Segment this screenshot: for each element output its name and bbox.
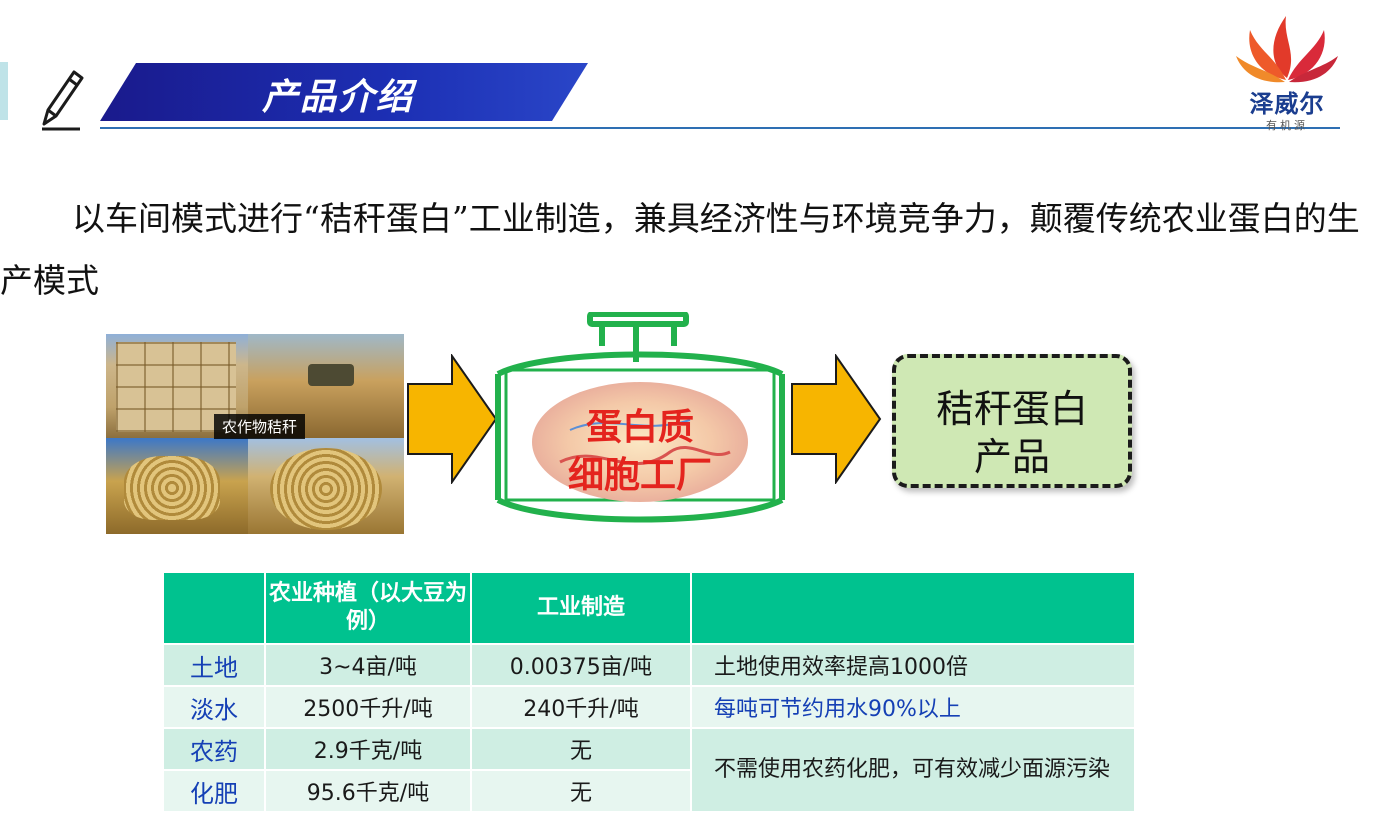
table-cell: 95.6千克/吨 xyxy=(264,769,472,813)
table-note: 不需使用农药化肥，可有效减少面源污染 xyxy=(690,727,1136,813)
title-band xyxy=(100,63,588,121)
table-row: 化肥 95.6千克/吨 无 xyxy=(162,769,1135,813)
row-label: 淡水 xyxy=(162,685,266,729)
table-cell: 无 xyxy=(470,727,692,771)
flame-logo-icon xyxy=(1236,16,1338,83)
harvest-field-photo xyxy=(248,334,404,438)
table-row: 淡水 2500千升/吨 240千升/吨 每吨可节约用水90%以上 xyxy=(162,685,1136,729)
table-cell: 2.9千克/吨 xyxy=(264,727,472,771)
comparison-table: 农业种植（以大豆为例） 工业制造 土地 3~4亩/吨 0.00375亩/吨 土地… xyxy=(162,571,1136,813)
table-header-row: 农业种植（以大豆为例） 工业制造 xyxy=(162,571,1136,645)
table-header-cell xyxy=(162,571,266,645)
row-label: 土地 xyxy=(162,643,266,687)
flow-arrow-right-icon xyxy=(791,354,882,484)
photo-label: 农作物秸秆 xyxy=(214,414,306,439)
round-bale-photo xyxy=(248,438,404,534)
table-cell: 3~4亩/吨 xyxy=(264,643,472,687)
table-header-cell: 农业种植（以大豆为例） xyxy=(264,571,472,645)
table-row: 农药 2.9千克/吨 无 不需使用农药化肥，可有效减少面源污染 xyxy=(162,727,1136,813)
bioreactor-diagram xyxy=(495,312,785,523)
page-title: 产品介绍 xyxy=(262,77,415,118)
left-accent-bar xyxy=(0,62,8,120)
product-label-line1: 秸秆蛋白 xyxy=(935,387,1088,431)
reactor-label-line1: 蛋白质 xyxy=(585,407,694,448)
table-note: 土地使用效率提高1000倍 xyxy=(690,643,1136,687)
row-label: 化肥 xyxy=(162,769,266,813)
title-rule xyxy=(100,127,1340,129)
table-cell: 2500千升/吨 xyxy=(264,685,472,729)
product-box xyxy=(892,354,1132,488)
square-bale-photo xyxy=(106,438,248,534)
brand-subtitle: 有机源 xyxy=(1266,119,1308,132)
table-cell: 0.00375亩/吨 xyxy=(470,643,692,687)
reactor-label-line2: 细胞工厂 xyxy=(567,455,712,496)
flow-arrow-right-icon xyxy=(407,354,498,484)
table-note: 每吨可节约用水90%以上 xyxy=(690,685,1136,729)
table-cell: 240千升/吨 xyxy=(470,685,692,729)
pencil-icon xyxy=(42,70,84,131)
table-header-cell xyxy=(690,571,1136,645)
brand-name: 泽威尔 xyxy=(1249,90,1325,118)
row-label: 农药 xyxy=(162,727,266,771)
table-header-cell: 工业制造 xyxy=(470,571,692,645)
table-cell: 无 xyxy=(470,769,692,813)
product-label-line2: 产品 xyxy=(973,435,1050,479)
intro-paragraph: 以车间模式进行“秸秆蛋白”工业制造，兼具经济性与环境竞争力，颠覆传统农业蛋白的生… xyxy=(0,199,1360,300)
table-row: 土地 3~4亩/吨 0.00375亩/吨 土地使用效率提高1000倍 xyxy=(162,643,1136,687)
